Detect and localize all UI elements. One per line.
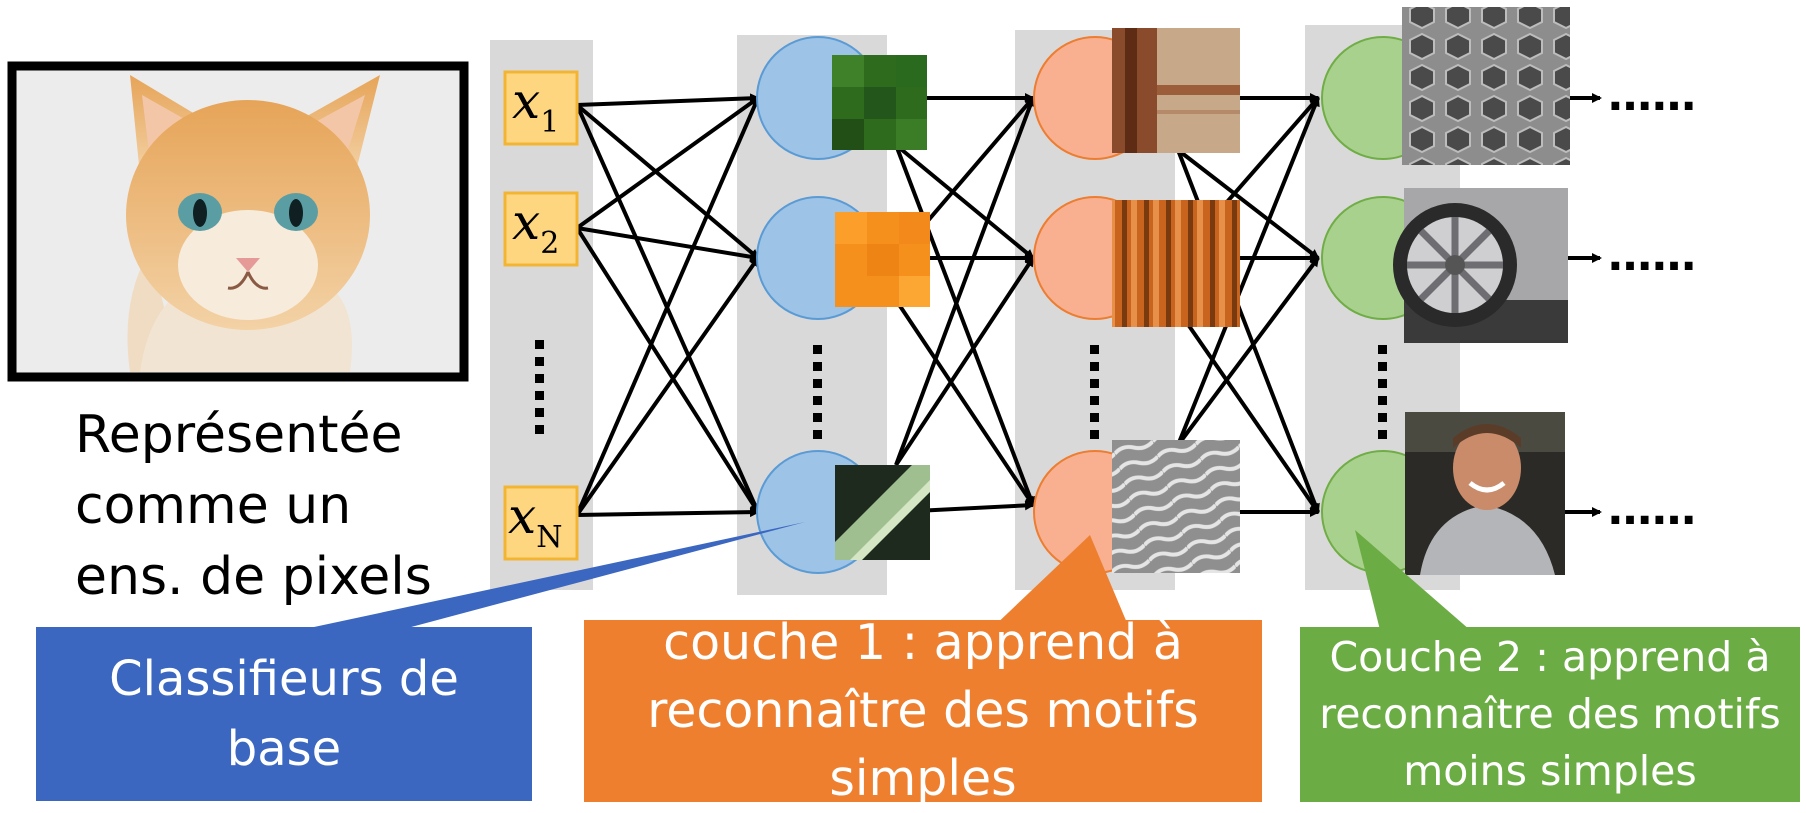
callout-text: couche 1 : apprend à reconnaître des mot… [647,614,1199,807]
layer1-ellipsis [1090,345,1099,439]
input-boxes: x1 x2 xN [503,70,579,561]
output-ellipsis: …… [1608,70,1696,121]
orange-patch-image [835,212,930,307]
base-ellipsis [813,345,822,439]
layer2-ellipsis [1378,345,1387,439]
vertical-ellipses [535,340,1387,439]
blue-callout-pointer [300,522,805,630]
orange-callout-pointer [990,535,1130,630]
wavy-lines-image [1112,440,1240,573]
layer2-feature-images [1393,7,1570,575]
callout-layer2: Couche 2 : apprend à reconnaître des mot… [1300,627,1800,802]
caption-line: ens. de pixels [75,547,432,607]
callout-text: Classifieurs de base [109,651,459,777]
svg-text:x2: x2 [512,193,559,261]
input-node-x2: x2 [503,191,579,267]
callout-pointers [300,522,1470,630]
base-feature-images [832,55,930,560]
callout-base-classifiers: Classifieurs de base [36,627,532,801]
diagonal-edge-image [835,465,930,560]
green-callout-pointer [1355,530,1470,630]
honeycomb-image [1402,7,1570,165]
input-sub: N [536,520,562,555]
caption-line: Représentée [75,405,403,465]
caption-line: comme un [75,476,352,536]
input-node-x1: x1 [503,70,579,146]
connections [575,93,1602,518]
input-var: x [512,193,540,251]
output-ellipsis: …… [1608,484,1696,535]
brick-wall-image [1112,28,1240,153]
input-sub: 2 [540,226,559,261]
svg-text:x1: x1 [512,72,559,140]
wood-stripes-image [1112,200,1240,327]
input-var: x [508,487,536,545]
cat-image [7,61,469,382]
layer1-feature-images [1112,28,1240,573]
output-ellipsis: …… [1608,230,1696,281]
input-ellipsis [535,340,544,434]
output-continuations: …… …… …… [1608,70,1696,535]
input-sub: 1 [540,105,559,140]
svg-text:xN: xN [508,487,562,555]
image-caption: Représentée comme un ens. de pixels [75,400,432,613]
callout-text: Couche 2 : apprend à reconnaître des mot… [1319,633,1781,795]
car-wheel-image [1393,188,1568,343]
input-node-xn: xN [503,485,579,561]
callout-layer1: couche 1 : apprend à reconnaître des mot… [584,614,1262,807]
person-face-image [1405,412,1565,575]
green-patch-image [832,55,927,150]
input-var: x [512,72,540,130]
